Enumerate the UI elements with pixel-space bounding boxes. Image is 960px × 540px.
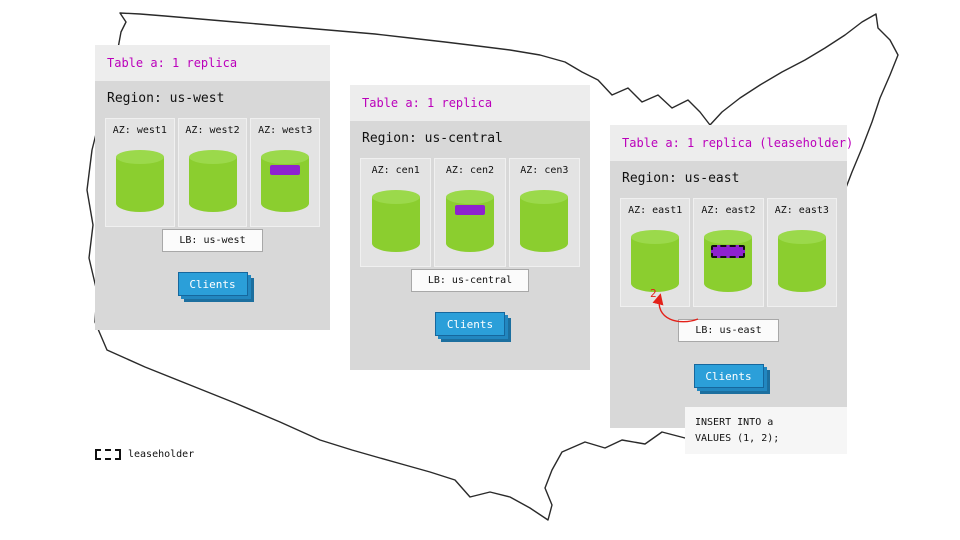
cylinder-body [631,237,680,292]
database-cylinder [371,190,420,252]
az-cell-east2: AZ: east2 [693,198,764,307]
az-cell-west1: AZ: west1 [105,118,175,227]
az-label: AZ: cen2 [445,165,495,176]
az-label: AZ: east2 [701,205,756,216]
cylinder-top [520,190,569,204]
cylinder-top [261,150,310,164]
database-cylinder [777,230,826,292]
az-row: AZ: west1 AZ: west2 AZ: west3 [105,118,321,227]
az-cell-west2: AZ: west2 [177,118,248,227]
database-cylinder [115,150,164,212]
cylinder-top [777,230,826,244]
cylinder-top [704,230,753,244]
az-label: AZ: east1 [628,205,683,216]
database-cylinder [520,190,569,252]
az-label: AZ: cen1 [371,165,420,176]
cylinder-top [188,150,237,164]
load-balancer-box: LB: us-west [162,229,263,252]
az-label: AZ: west2 [185,125,240,136]
cylinder-top [371,190,420,204]
az-cell-east3: AZ: east3 [766,198,837,307]
az-label: AZ: east3 [774,205,829,216]
az-label: AZ: west3 [258,125,313,136]
database-cylinder [704,230,753,292]
sql-statement: INSERT INTO a VALUES (1, 2); [685,407,847,454]
leaseholder-swatch-icon [95,449,121,460]
cylinder-top [631,230,680,244]
database-cylinder [261,150,310,212]
region-panel-us-east: Table a: 1 replica (leaseholder) Region:… [610,125,853,454]
cylinder-body [520,197,569,252]
az-cell-cen2: AZ: cen2 [434,158,506,267]
cylinder-body [777,237,826,292]
region-label: Region: us-east [622,171,740,186]
cylinder-body [115,157,164,212]
cylinder-top [445,190,494,204]
table-replica-header: Table a: 1 replica [350,85,590,121]
az-cell-cen3: AZ: cen3 [508,158,580,267]
region-label: Region: us-west [107,91,225,106]
az-row: AZ: east1 AZ: east2 AZ: east3 [620,198,837,307]
region-label: Region: us-central [362,131,503,146]
az-label: AZ: west1 [112,125,167,136]
database-cylinder [631,230,680,292]
clients-button[interactable]: Clients [177,272,248,296]
az-cell-west3: AZ: west3 [250,118,321,227]
legend-label: leaseholder [128,449,195,460]
cylinder-top [115,150,164,164]
clients-button[interactable]: Clients [693,364,764,388]
cylinder-body [371,197,420,252]
replica-mark [270,165,301,175]
table-replica-header: Table a: 1 replica [95,45,330,81]
region-panel-us-central: Table a: 1 replica Region: us-central AZ… [350,85,590,370]
database-cylinder [188,150,237,212]
leaseholder-replica-mark [711,245,746,258]
database-cylinder [445,190,494,252]
az-label: AZ: cen3 [520,165,569,176]
load-balancer-box: LB: us-east [678,319,779,342]
legend: leaseholder [95,449,194,460]
flow-arrow [652,293,699,323]
az-cell-east1: AZ: east1 [620,198,691,307]
clients-button[interactable]: Clients [435,312,505,336]
az-row: AZ: cen1 AZ: cen2 AZ: cen3 [360,158,580,267]
region-panel-us-west: Table a: 1 replica Region: us-west AZ: w… [95,45,330,330]
region-panel-body: Region: us-west AZ: west1 AZ: west2 AZ: … [95,81,330,330]
replica-mark [454,205,485,215]
table-replica-header: Table a: 1 replica (leaseholder) [610,125,853,161]
cylinder-body [188,157,237,212]
az-cell-cen1: AZ: cen1 [360,158,432,267]
region-panel-body: Region: us-east AZ: east1 AZ: east2 AZ: … [610,161,847,428]
load-balancer-box: LB: us-central [410,269,530,292]
region-panel-body: Region: us-central AZ: cen1 AZ: cen2 AZ:… [350,121,590,370]
